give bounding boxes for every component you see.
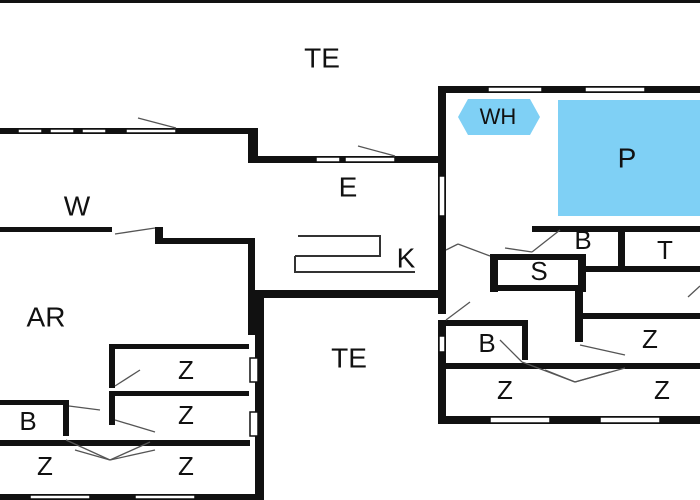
room-label-bedroom-left-3: Z bbox=[37, 451, 53, 481]
room-label-bedroom-right-2: Z bbox=[497, 375, 513, 405]
kitchen-counter-line bbox=[294, 256, 415, 273]
wall bbox=[490, 254, 585, 260]
wall bbox=[0, 227, 112, 232]
wall bbox=[490, 254, 498, 292]
wall bbox=[109, 344, 115, 388]
door-swing bbox=[504, 247, 533, 253]
room-label-bath-pool: B bbox=[574, 225, 591, 255]
window bbox=[489, 416, 551, 424]
wall bbox=[255, 292, 264, 500]
room-label-sauna: S bbox=[530, 256, 547, 286]
wall bbox=[109, 344, 249, 349]
door-swing bbox=[687, 285, 700, 298]
room-label-terrace-mid: TE bbox=[331, 342, 367, 373]
wall bbox=[438, 320, 446, 424]
window bbox=[81, 128, 107, 134]
kitchen-counter-line bbox=[295, 235, 381, 257]
wall bbox=[578, 313, 700, 319]
door-swing bbox=[65, 439, 111, 461]
wall bbox=[490, 285, 586, 291]
room-label-water-heater: WH bbox=[480, 104, 517, 129]
door-swing bbox=[109, 441, 151, 461]
door-swing bbox=[114, 227, 156, 235]
room-label-bedroom-right-3: Z bbox=[654, 375, 670, 405]
wall bbox=[578, 254, 586, 292]
wall bbox=[255, 290, 445, 298]
wall bbox=[522, 320, 528, 360]
door-swing bbox=[579, 344, 626, 356]
door-swing bbox=[137, 117, 177, 129]
room-label-living: AR bbox=[27, 301, 66, 332]
wall bbox=[248, 240, 255, 335]
doors bbox=[65, 117, 700, 461]
door-swing bbox=[74, 449, 111, 461]
door-swing bbox=[531, 229, 561, 253]
water-heater bbox=[458, 99, 540, 135]
window bbox=[438, 175, 446, 217]
room-label-technical: T bbox=[657, 235, 673, 265]
door-swing bbox=[445, 301, 471, 321]
door-swing bbox=[445, 243, 459, 251]
door-swing bbox=[499, 339, 523, 363]
room-label-entrance: E bbox=[339, 171, 358, 202]
window bbox=[17, 128, 43, 134]
wall bbox=[0, 440, 250, 446]
wall bbox=[109, 391, 249, 396]
room-label-bedroom-left-2: Z bbox=[178, 400, 194, 430]
door-swing bbox=[68, 405, 101, 411]
wall bbox=[155, 238, 255, 244]
wall bbox=[0, 494, 262, 500]
kitchen-counter bbox=[294, 235, 415, 273]
windows bbox=[17, 86, 661, 500]
wall bbox=[532, 226, 700, 232]
room-label-bath-left: B bbox=[19, 406, 36, 436]
door-swing bbox=[457, 243, 491, 257]
window bbox=[249, 411, 259, 437]
room-label-pool: P bbox=[618, 142, 637, 173]
window bbox=[487, 86, 543, 93]
window bbox=[134, 494, 196, 500]
wall bbox=[63, 400, 69, 436]
wall bbox=[0, 400, 66, 405]
door-swing bbox=[544, 369, 576, 383]
room-label-terrace-top: TE bbox=[304, 42, 340, 73]
room-label-bedroom-left-1: Z bbox=[178, 355, 194, 385]
top-frame-line bbox=[0, 0, 700, 3]
window bbox=[29, 494, 91, 500]
wall bbox=[438, 320, 528, 326]
window bbox=[438, 335, 446, 353]
window bbox=[249, 357, 259, 383]
door-swing bbox=[114, 419, 156, 433]
room-label-bedroom-right-1: Z bbox=[642, 324, 658, 354]
window bbox=[599, 416, 661, 424]
window bbox=[49, 128, 75, 134]
walls bbox=[0, 86, 700, 500]
door-swing bbox=[574, 371, 611, 383]
wall bbox=[248, 128, 258, 160]
door-swing bbox=[114, 369, 141, 387]
door-swing bbox=[357, 145, 396, 157]
pool bbox=[558, 100, 700, 216]
room-label-bedroom-left-4: Z bbox=[178, 451, 194, 481]
wall bbox=[438, 86, 700, 93]
wall bbox=[438, 416, 700, 424]
room-label-utility: W bbox=[64, 190, 91, 221]
wall bbox=[582, 266, 700, 272]
window bbox=[125, 128, 177, 134]
window bbox=[584, 86, 646, 93]
room-label-bath-right: B bbox=[478, 328, 495, 358]
wall bbox=[109, 391, 115, 425]
wall bbox=[155, 227, 163, 243]
window bbox=[344, 156, 396, 163]
room-label-kitchen: K bbox=[397, 242, 416, 273]
wall bbox=[618, 226, 625, 272]
door-swing bbox=[109, 449, 156, 461]
wall bbox=[446, 363, 700, 369]
window bbox=[315, 156, 341, 163]
